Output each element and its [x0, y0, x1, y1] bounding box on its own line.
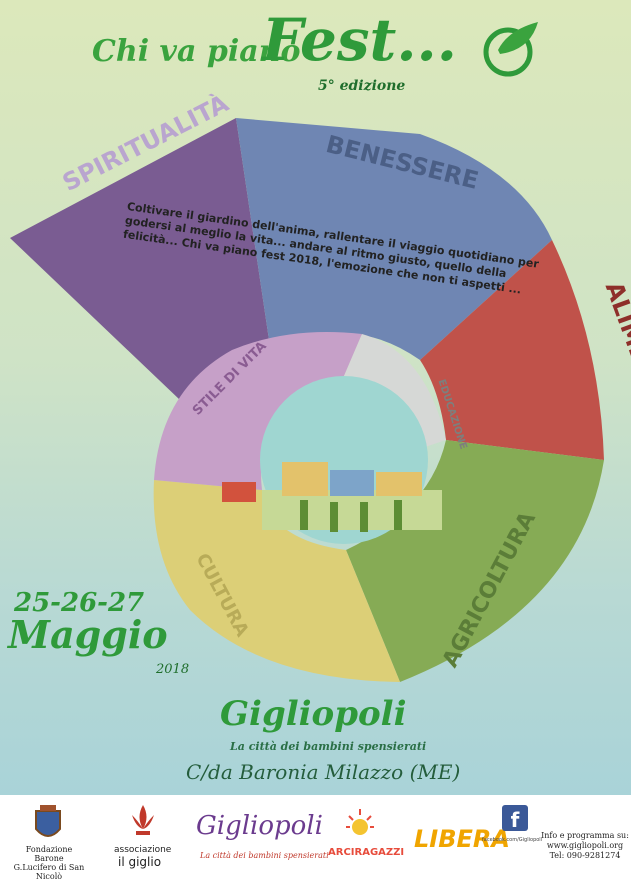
info-heading: Info e programma su:	[541, 831, 629, 840]
venue-tagline: La città dei bambini spensierati	[230, 740, 427, 753]
event-days: 25-26-27	[14, 588, 145, 618]
segment-benessere	[236, 118, 552, 360]
gigliopoli-logo-tagline: La città dei bambini spensierati	[200, 851, 329, 860]
segment-stile-di-vita	[154, 332, 362, 490]
info-website[interactable]: www.gigliopoli.org	[546, 841, 624, 850]
venue-name: Gigliopoli	[220, 694, 407, 734]
segment-cultura	[153, 480, 400, 682]
edition-label: 5° edizione	[318, 78, 406, 94]
facebook-icon[interactable]: f	[502, 805, 528, 832]
arciragazzi-label: ARCIRAGAZZI	[328, 847, 405, 858]
event-month: Maggio	[8, 612, 168, 657]
leaf-logo-icon	[468, 10, 548, 80]
segment-agricoltura	[346, 440, 604, 682]
themes-wheel	[0, 110, 631, 690]
segment-alimentazione	[420, 240, 604, 460]
libera-logo: LIBERA	[414, 825, 510, 853]
segment-spiritualita	[10, 118, 272, 400]
info-phone: Tel: 090-9281274	[549, 851, 621, 860]
facebook-caption: facebook.com/Gigliopoli	[482, 837, 543, 843]
sponsor-footer: Fondazione Barone G.Lucifero di San Nico…	[0, 795, 631, 892]
wheel-segments	[10, 118, 604, 682]
arciragazzi-sun-icon	[340, 805, 380, 845]
fondazione-crest-icon	[34, 805, 62, 843]
giglio-lily-icon	[128, 803, 158, 843]
associazione-label: associazione	[114, 845, 172, 855]
village-illustration	[222, 462, 442, 532]
fondazione-label: Fondazione Barone G.Lucifero di San Nico…	[13, 845, 85, 881]
gigliopoli-logo: Gigliopoli	[196, 811, 323, 841]
title-fest: Fest...	[262, 6, 457, 74]
giglio-label: il giglio	[118, 855, 162, 869]
event-year: 2018	[156, 662, 190, 677]
title-prefix: Chi va piano	[92, 34, 301, 69]
venue-address: C/da Baronia Milazzo (ME)	[186, 760, 461, 784]
